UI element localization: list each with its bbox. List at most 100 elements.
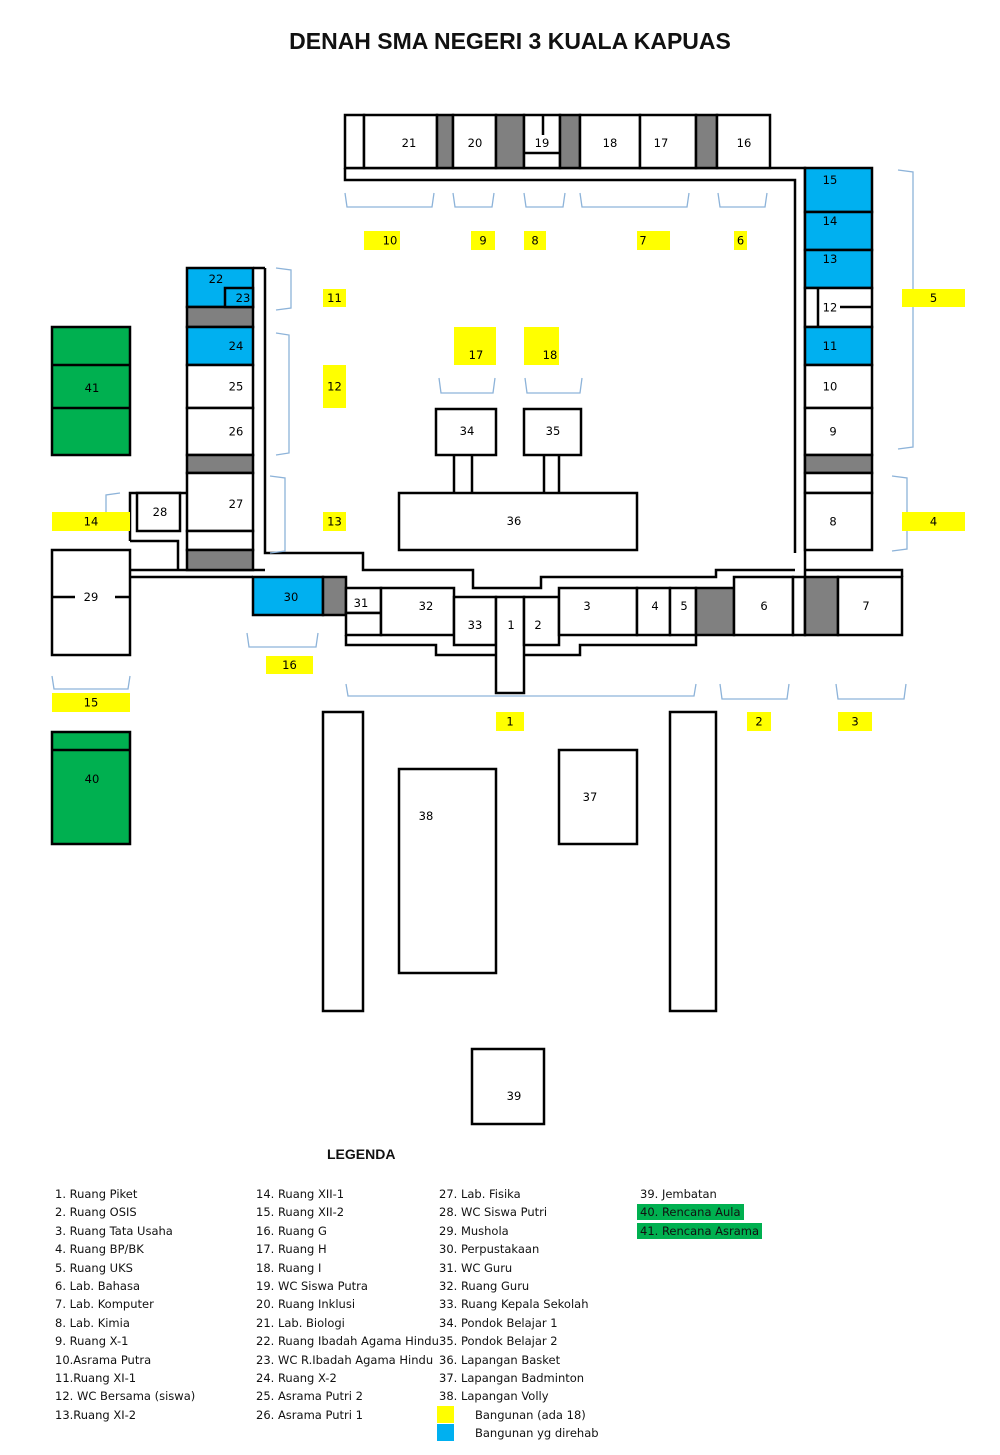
room-label-r12: 12 bbox=[823, 301, 838, 315]
bracket bbox=[719, 683, 790, 700]
legend-item-text: 13.Ruang XI-2 bbox=[55, 1407, 137, 1422]
room-label-r26: 26 bbox=[229, 425, 244, 439]
legend-item: 12. WC Bersama (siswa) bbox=[55, 1389, 195, 1403]
marker-label-m15: 15 bbox=[84, 696, 99, 710]
courtyard-wall bbox=[343, 168, 797, 553]
marker-m2 bbox=[747, 712, 771, 731]
marker-label-m3: 3 bbox=[851, 715, 858, 729]
marker-m16 bbox=[266, 656, 313, 674]
legend-item: 26. Asrama Putri 1 bbox=[256, 1408, 363, 1422]
legend-item-text: 34. Pondok Belajar 1 bbox=[439, 1315, 558, 1330]
legend-item-text: 31. WC Guru bbox=[439, 1260, 513, 1275]
bracket bbox=[345, 683, 697, 697]
legend-item-text: 39. Jembatan bbox=[640, 1187, 717, 1201]
service-area bbox=[321, 575, 348, 617]
service-area bbox=[494, 113, 526, 170]
room-label-r4: 4 bbox=[651, 599, 658, 613]
legend-item: 9. Ruang X-1 bbox=[55, 1334, 128, 1348]
legend-item-text: 41. Rencana Asrama bbox=[637, 1222, 763, 1239]
legend-item-text: 33. Ruang Kepala Sekolah bbox=[439, 1297, 589, 1312]
legend-item-text: 25. Asrama Putri 2 bbox=[256, 1389, 363, 1404]
legend-item-text: 29. Mushola bbox=[439, 1223, 509, 1238]
room-label-r11: 11 bbox=[823, 339, 838, 353]
legend-item-text: 35. Pondok Belajar 2 bbox=[439, 1334, 558, 1349]
room-label-r18: 18 bbox=[603, 136, 618, 150]
room-label-r36: 36 bbox=[507, 514, 522, 528]
service-area bbox=[694, 586, 736, 637]
room-label-r31: 31 bbox=[354, 596, 369, 610]
marker-m7 bbox=[637, 231, 670, 250]
legend-item-text: 4. Ruang BP/BK bbox=[55, 1242, 144, 1257]
legend-item-text: 37. Lapangan Badminton bbox=[439, 1371, 585, 1385]
service-area bbox=[435, 113, 455, 170]
legend-item: 11.Ruang XI-1 bbox=[55, 1371, 136, 1385]
legend-item-text: 32. Ruang Guru bbox=[439, 1279, 530, 1293]
legend-item: 17. Ruang H bbox=[256, 1242, 327, 1256]
marker-label-m5: 5 bbox=[930, 291, 937, 305]
room-label-r23: 23 bbox=[236, 291, 251, 305]
legend-item: 25. Asrama Putri 2 bbox=[256, 1389, 363, 1403]
room-r27 bbox=[185, 471, 255, 533]
bracket bbox=[51, 675, 131, 690]
room-label-r10: 10 bbox=[823, 380, 838, 394]
room-r16 bbox=[715, 113, 772, 170]
legend-item: 13.Ruang XI-2 bbox=[55, 1408, 136, 1422]
room-label-r5: 5 bbox=[680, 599, 687, 613]
room-label-r28: 28 bbox=[153, 505, 168, 519]
legend-swatch-building: Bangunan (ada 18) bbox=[475, 1408, 586, 1422]
legend-item-text: 11.Ruang XI-1 bbox=[55, 1371, 137, 1385]
room-label-r24: 24 bbox=[229, 339, 244, 353]
bracket bbox=[897, 169, 914, 450]
room-r38 bbox=[397, 767, 498, 975]
room bbox=[185, 305, 255, 329]
legend-item: 19. WC Siswa Putra bbox=[256, 1279, 368, 1293]
bracket bbox=[438, 377, 496, 394]
legend-item: 2. Ruang OSIS bbox=[55, 1205, 137, 1219]
legend-item-text: 16. Ruang G bbox=[256, 1223, 327, 1238]
legend-item: 21. Lab. Biologi bbox=[256, 1316, 345, 1330]
room-r14 bbox=[803, 210, 874, 252]
room bbox=[803, 453, 874, 475]
legend-item: 6. Lab. Bahasa bbox=[55, 1279, 140, 1293]
legend-item-text: 40. Rencana Aula bbox=[637, 1204, 744, 1221]
room-r25 bbox=[185, 363, 255, 410]
marker-label-m10: 10 bbox=[383, 234, 398, 248]
room-r24 bbox=[185, 325, 255, 367]
room-label-r3: 3 bbox=[583, 599, 590, 613]
room-label-r39: 39 bbox=[507, 1089, 522, 1103]
bracket bbox=[275, 332, 290, 456]
marker-label-m12: 12 bbox=[327, 380, 342, 394]
room-r7 bbox=[836, 575, 904, 637]
bracket bbox=[344, 192, 435, 208]
room-label-r17: 17 bbox=[654, 136, 669, 150]
legend-item: 32. Ruang Guru bbox=[439, 1279, 529, 1293]
room-label-r30: 30 bbox=[284, 590, 299, 604]
pillar bbox=[668, 710, 718, 1013]
legend-item: 37. Lapangan Badminton bbox=[439, 1371, 584, 1385]
room-r35 bbox=[522, 407, 583, 457]
legend-item-text: 26. Asrama Putri 1 bbox=[256, 1407, 363, 1422]
room-r39 bbox=[470, 1047, 546, 1126]
marker-label-m9: 9 bbox=[479, 234, 486, 248]
marker-m14 bbox=[52, 512, 130, 531]
legend-item: 15. Ruang XII-2 bbox=[256, 1205, 344, 1219]
room-r33 bbox=[452, 595, 498, 647]
legend-item: 23. WC R.Ibadah Agama Hindu bbox=[256, 1353, 433, 1367]
marker-m11 bbox=[323, 289, 346, 307]
marker-label-m1: 1 bbox=[506, 715, 513, 729]
legend-item-text: 2. Ruang OSIS bbox=[55, 1205, 137, 1220]
room-r36 bbox=[397, 491, 639, 552]
room-r29 bbox=[50, 548, 132, 657]
legend-item-text: 6. Lab. Bahasa bbox=[55, 1279, 141, 1293]
legend-item-text: 17. Ruang H bbox=[256, 1242, 327, 1257]
room-label-r7: 7 bbox=[862, 599, 869, 613]
legend-item: 35. Pondok Belajar 2 bbox=[439, 1334, 558, 1348]
legend-item-text: 7. Lab. Komputer bbox=[55, 1297, 154, 1312]
legend-item-text: 36. Lapangan Basket bbox=[439, 1352, 561, 1367]
legend-item-text: 23. WC R.Ibadah Agama Hindu bbox=[256, 1352, 434, 1367]
room-label-r37: 37 bbox=[583, 790, 598, 804]
corridor-wall bbox=[524, 635, 698, 657]
room bbox=[185, 453, 255, 475]
marker-m3 bbox=[838, 712, 872, 731]
